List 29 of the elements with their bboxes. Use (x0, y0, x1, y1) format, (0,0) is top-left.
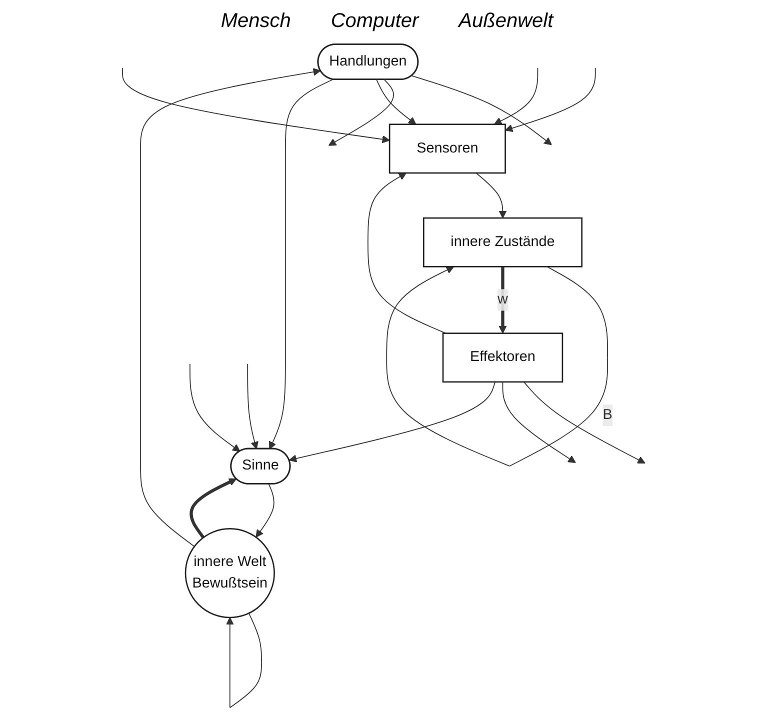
node-box: Sensoren (389, 124, 506, 174)
arrow (269, 79, 334, 450)
arrow (502, 381, 576, 464)
arrow (376, 79, 417, 125)
node-circle: innere Welt Bewußtsein (185, 528, 276, 618)
handwritten-label: Mensch (220, 10, 291, 33)
arrow (524, 381, 646, 464)
arrow (476, 172, 508, 218)
arrow (505, 68, 596, 132)
node-box: innere Zustände (423, 217, 583, 268)
arrow (412, 75, 552, 146)
arrow (499, 266, 508, 334)
handwritten-label: Außenwelt (458, 10, 554, 33)
arrow (289, 381, 496, 462)
arrow (122, 68, 390, 144)
arrow (256, 484, 275, 538)
node-box: Effektoren (442, 332, 564, 383)
arrow (190, 363, 241, 452)
arrow (368, 172, 447, 334)
arrow (140, 68, 322, 547)
edge-label: w (498, 292, 508, 308)
arrow (494, 68, 539, 125)
arrow (386, 266, 608, 467)
handwritten-label: Computer (330, 10, 419, 33)
arrow (328, 79, 394, 146)
arrow (248, 363, 259, 450)
arrow (190, 478, 238, 538)
arrow (226, 612, 262, 708)
edge-label: B (603, 407, 613, 422)
